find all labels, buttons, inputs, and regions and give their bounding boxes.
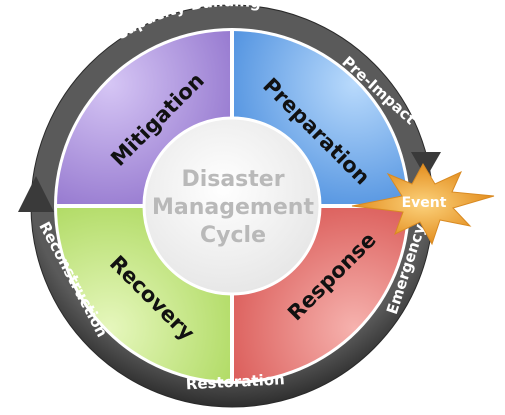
center-line-1: Disaster xyxy=(181,167,284,192)
arrowhead-right xyxy=(411,152,441,178)
center-circle xyxy=(142,116,322,296)
ring-label-restoration: Restoration xyxy=(185,370,285,393)
center-line-3: Cycle xyxy=(200,223,266,248)
arrowhead-left xyxy=(18,176,54,212)
center-line-2: Management xyxy=(152,195,314,220)
event-starburst xyxy=(351,162,495,246)
event-label: Event xyxy=(402,195,447,211)
